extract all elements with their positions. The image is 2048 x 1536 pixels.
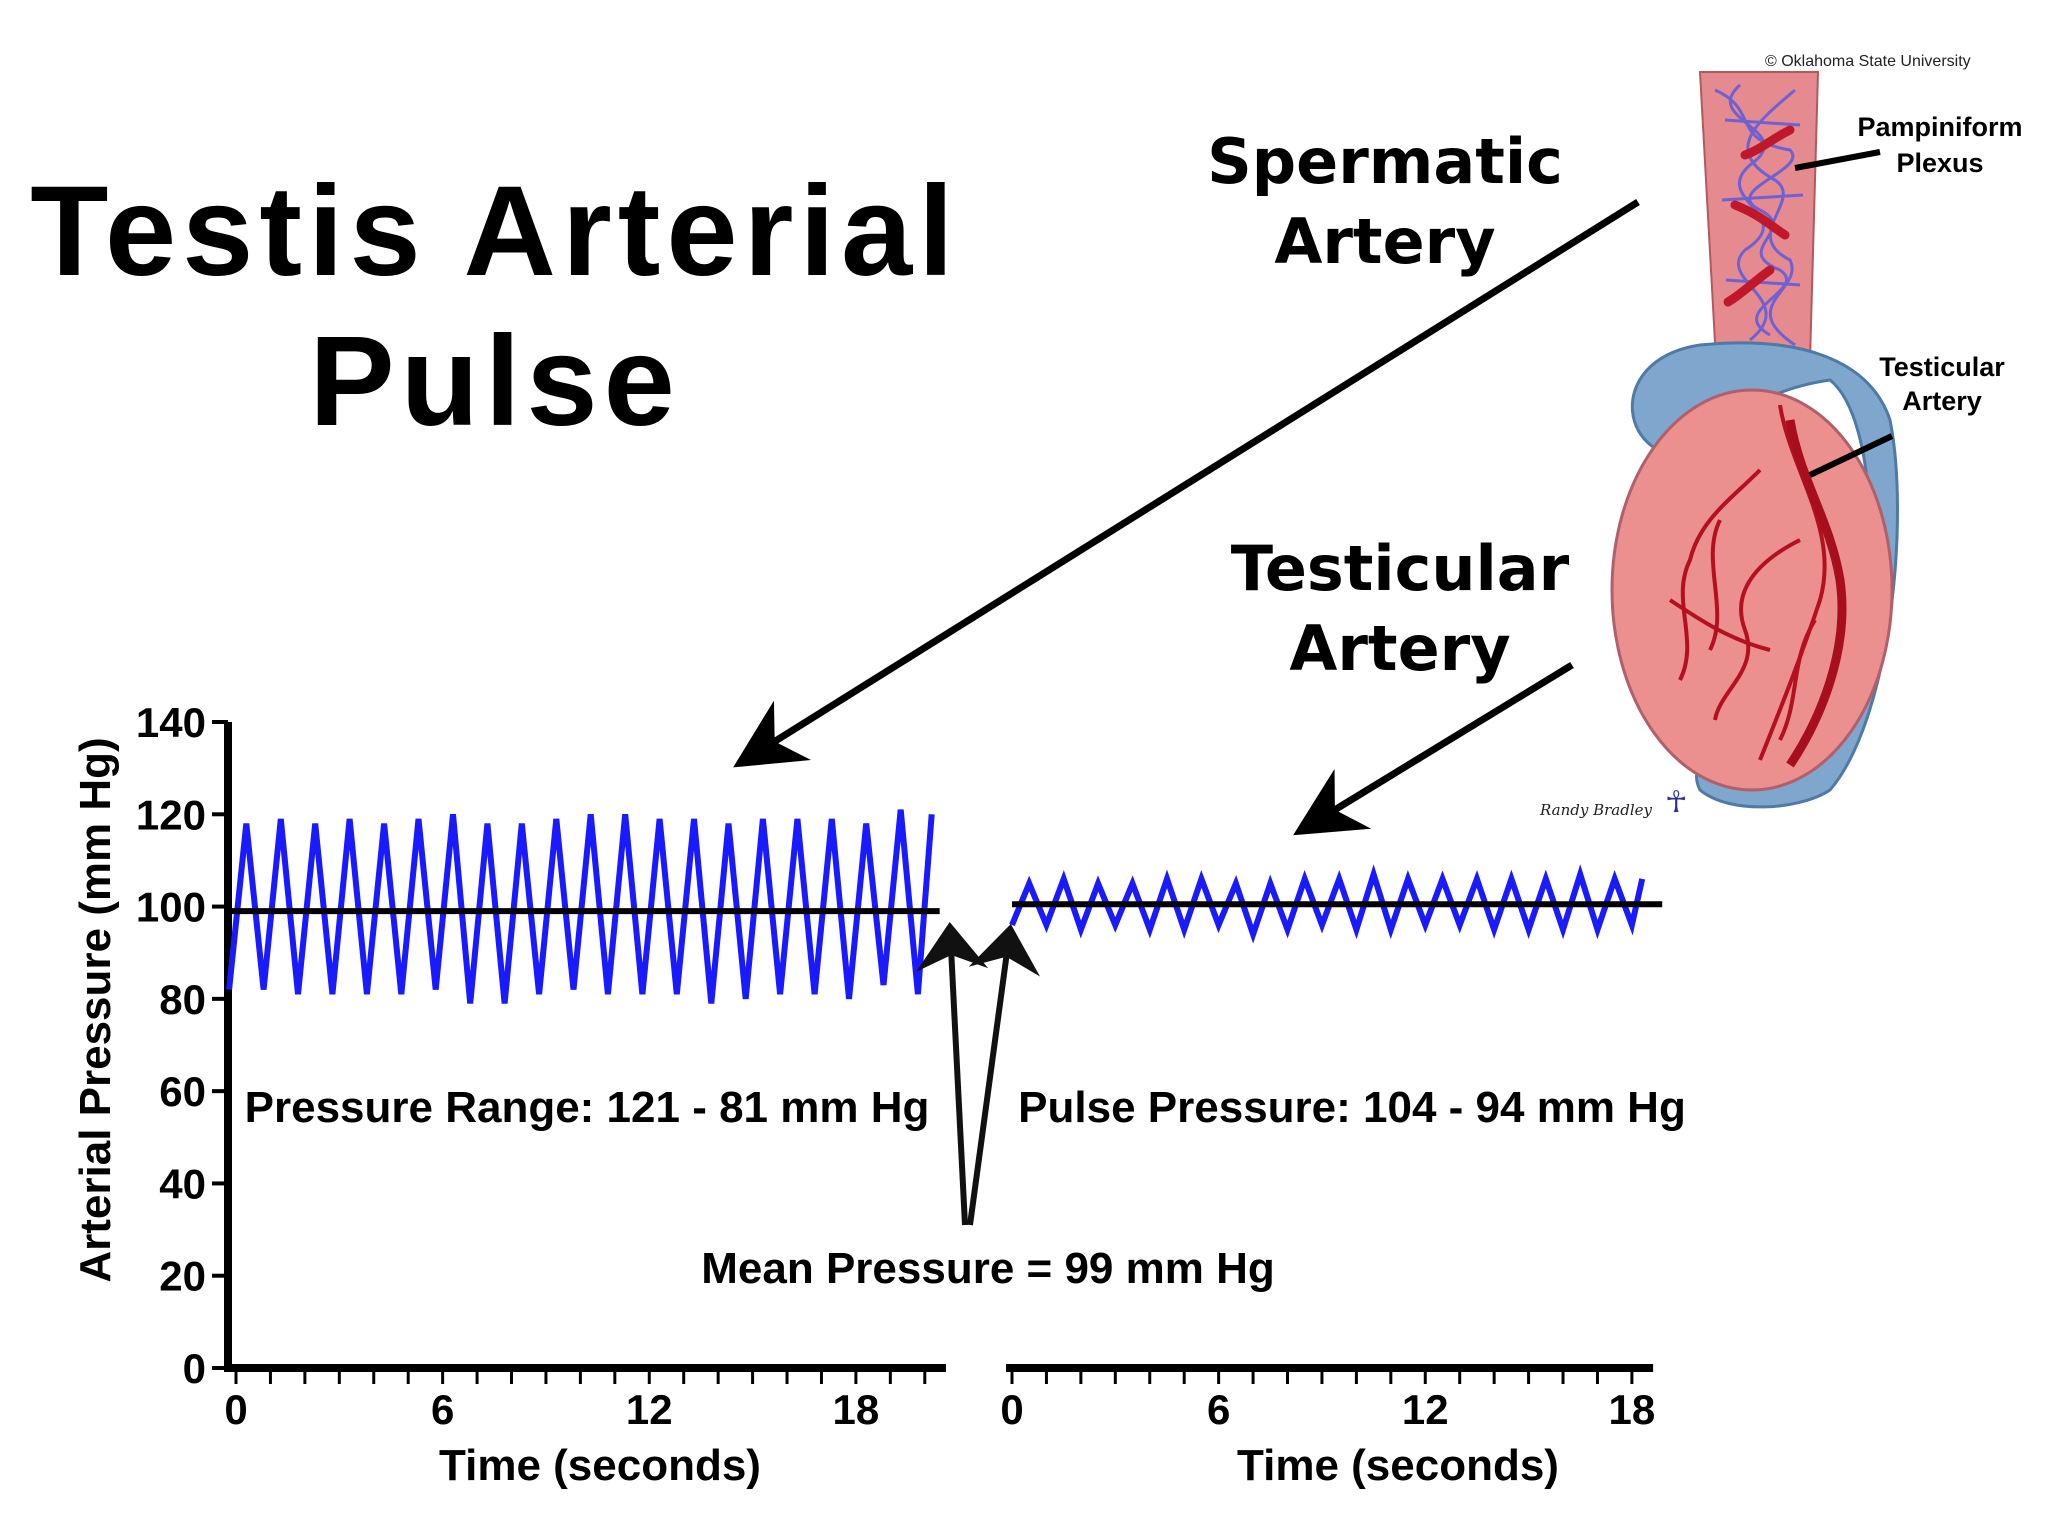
x-tick-label: 18 xyxy=(1609,1386,1656,1433)
y-tick-label: 60 xyxy=(159,1068,206,1115)
x-tick-label: 0 xyxy=(1000,1386,1023,1433)
y-tick-label: 120 xyxy=(136,791,206,838)
copyright-text: © Oklahoma State University xyxy=(1765,53,1971,70)
anat-artery-label: Artery xyxy=(1902,386,1982,416)
x-tick-label: 6 xyxy=(1207,1386,1230,1433)
y-tick-label: 140 xyxy=(136,699,206,746)
y-tick-label: 0 xyxy=(183,1345,206,1392)
y-tick-label: 40 xyxy=(159,1160,206,1207)
y-tick-label: 80 xyxy=(159,976,206,1023)
pressure-series-line xyxy=(226,809,935,1004)
pulse-pressure-annotation: Pulse Pressure: 104 - 94 mm Hg xyxy=(1018,1083,1686,1132)
testicular-pointer-arrow xyxy=(1293,662,1574,836)
y-tick-label: 100 xyxy=(136,884,206,931)
title-line-2: Pulse xyxy=(309,310,681,453)
mean-pointer-arrow-right xyxy=(967,924,1041,1226)
label-testicular-artery: Artery xyxy=(1289,612,1510,685)
title-line-1: Testis Arterial xyxy=(30,160,959,303)
mean-pressure-annotation: Mean Pressure = 99 mm Hg xyxy=(701,1244,1274,1293)
x-tick-label: 6 xyxy=(431,1386,454,1433)
artist-signature: Randy Bradley xyxy=(1539,801,1652,819)
mean-pointer-arrow-left xyxy=(916,922,989,1226)
pampiniform-label: Pampiniform xyxy=(1857,112,2022,142)
artist-logo-mark: ☥ xyxy=(1665,785,1687,820)
plexus-label: Plexus xyxy=(1896,148,1983,178)
y-tick-label: 20 xyxy=(159,1253,206,1300)
testis-illustration: © Oklahoma State University Pamp xyxy=(1539,53,2023,820)
x-tick-label: 0 xyxy=(224,1386,247,1433)
spermatic-artery-chart: Arterial Pressure (mm Hg) Time (seconds)… xyxy=(71,699,946,1490)
y-axis-label: Arterial Pressure (mm Hg) xyxy=(71,737,120,1282)
x-axis-label: Time (seconds) xyxy=(439,1441,761,1490)
testicular-artery-chart: Time (seconds) 0 6 12 18 xyxy=(1000,864,1663,1490)
anat-testicular-label: Testicular xyxy=(1879,352,2005,382)
label-testicular: Testicular xyxy=(1231,532,1570,605)
label-spermatic: Spermatic xyxy=(1207,125,1563,198)
pressure-range-annotation: Pressure Range: 121 - 81 mm Hg xyxy=(245,1083,930,1132)
spermatic-pointer-arrow xyxy=(733,199,1640,768)
x-tick-label: 12 xyxy=(626,1386,673,1433)
label-spermatic-artery: Artery xyxy=(1274,205,1495,278)
x-axis-label-2: Time (seconds) xyxy=(1237,1441,1559,1490)
x-tick-label: 12 xyxy=(1402,1386,1449,1433)
x-tick-label: 18 xyxy=(833,1386,880,1433)
